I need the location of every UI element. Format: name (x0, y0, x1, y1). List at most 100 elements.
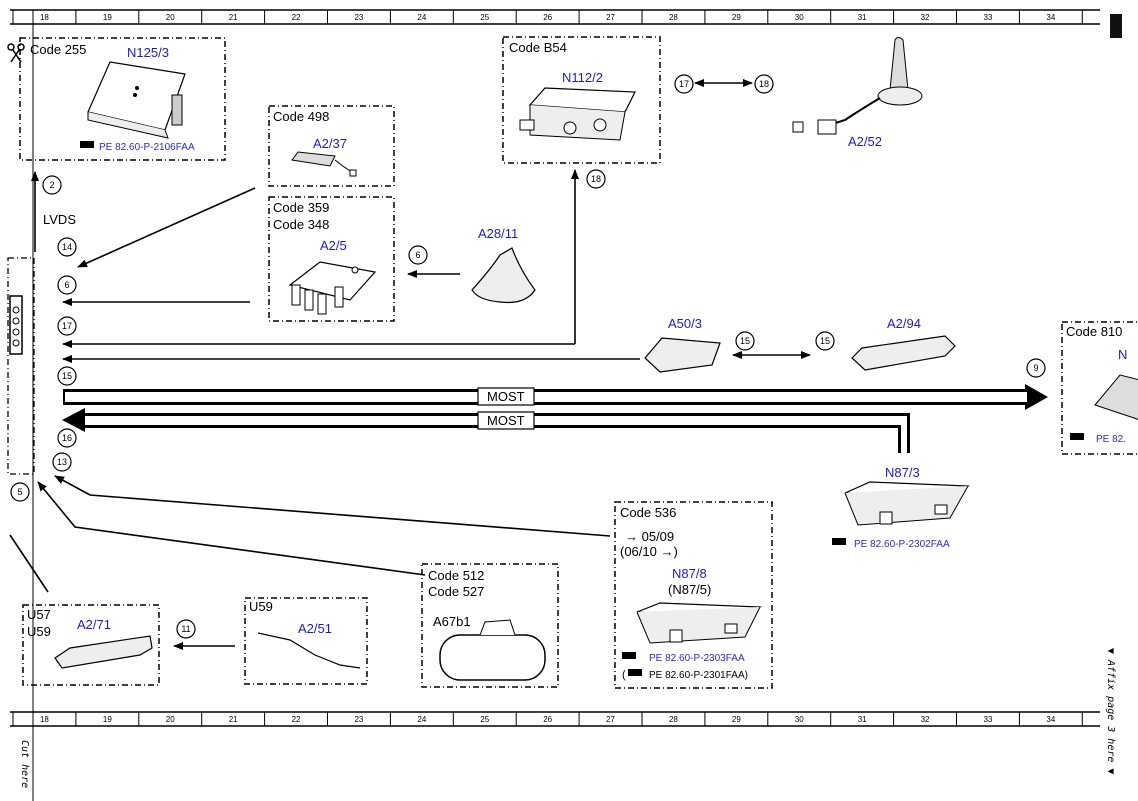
code-536-label: Code 536 (620, 505, 676, 520)
top-ruler-col-19: 19 (103, 13, 112, 22)
module-a2-52[interactable]: A2/52 (792, 37, 923, 150)
u59-label: U59 (249, 599, 273, 614)
module-code-359[interactable]: Code 359 Code 348 A2/5 (268, 196, 395, 322)
connector-number-c15b: 15 (820, 336, 830, 346)
a2-5-label: A2/5 (320, 238, 347, 253)
code-498-label: Code 498 (273, 109, 329, 124)
a2-71-label: A2/71 (77, 617, 111, 632)
connector-circle-c6b (408, 245, 428, 265)
module-u59[interactable]: U59 A2/51 (244, 597, 368, 685)
a2-51-label: A2/51 (298, 621, 332, 636)
top-ruler-col-23: 23 (354, 13, 363, 22)
code-536-paren: ( (622, 669, 626, 681)
connector-number-c18b: 18 (759, 79, 769, 89)
top-ruler-col-30: 30 (795, 13, 804, 22)
connector-number-c5: 5 (17, 487, 22, 497)
bottom-ruler-col-29: 29 (732, 715, 741, 724)
top-ruler-col-29: 29 (732, 13, 741, 22)
bottom-ruler-col-30: 30 (795, 715, 804, 724)
u57-label: U57 (27, 607, 51, 622)
cut-here-label: Cut here (19, 740, 30, 788)
n87-3-label: N87/3 (885, 465, 920, 480)
a2-71-component-icon (54, 635, 153, 669)
connector-number-c17: 17 (62, 321, 72, 331)
module-a50-3[interactable]: A50/3 (644, 316, 721, 373)
module-code-b54[interactable]: Code B54 N112/2 (502, 36, 661, 164)
code-810-ref: PE 82. (1096, 434, 1126, 445)
module-u57[interactable]: U57 U59 A2/71 (22, 604, 160, 686)
top-ruler-col-18: 18 (40, 13, 49, 22)
module-code-536[interactable]: Code 536 → 05/09 (06/10 →) N87/8 (N87/5)… (614, 501, 773, 689)
module-code-512[interactable]: Code 512 Code 527 A67b1 (421, 563, 559, 688)
bottom-ruler-col-23: 23 (354, 715, 363, 724)
code-527-label: Code 527 (428, 584, 484, 599)
code-536-date1: → 05/09 (625, 529, 674, 544)
connector-circle-c15a (735, 331, 755, 351)
connector-circle-c5 (10, 482, 30, 502)
n125-3-component-icon (87, 61, 186, 139)
connector-circle-c18b (754, 74, 774, 94)
connector-circle-c15 (57, 366, 77, 386)
a2-37-label: A2/37 (313, 136, 347, 151)
top-ruler-col-21: 21 (229, 13, 238, 22)
connector-number-c15: 15 (62, 371, 72, 381)
module-code-498[interactable]: Code 498 A2/37 (268, 105, 395, 187)
bottom-ruler-col-28: 28 (669, 715, 678, 724)
module-code-810[interactable]: Code 810 N PE 82. (1061, 321, 1138, 455)
top-ruler-col-32: 32 (921, 13, 930, 22)
module-code-255[interactable]: Code 255 N125/3 PE 82.60-P-2106FAA (19, 37, 226, 161)
bottom-ruler-col-20: 20 (166, 715, 175, 724)
module-n87-3[interactable]: N87/3 PE 82.60-P-2302FAA (832, 465, 971, 550)
most-label-bottom: MOST (487, 413, 525, 428)
n125-3-label: N125/3 (127, 45, 169, 60)
connector-number-c16: 16 (62, 433, 72, 443)
connector-number-c2: 2 (49, 180, 54, 190)
n87-3-component-icon (844, 481, 971, 526)
top-ruler-col-26: 26 (543, 13, 552, 22)
bottom-ruler-col-22: 22 (292, 715, 301, 724)
top-ruler-col-20: 20 (166, 13, 175, 22)
connector-circle-c6a (57, 275, 77, 295)
a2-5-component-icon (288, 261, 377, 315)
bottom-ruler-col-26: 26 (543, 715, 552, 724)
connector-number-c6a: 6 (64, 280, 69, 290)
connector-number-c11: 11 (181, 624, 190, 634)
a28-11-antenna-icon (471, 247, 536, 304)
bottom-ruler-col-33: 33 (983, 715, 992, 724)
signal-lines (9, 79, 811, 650)
a50-3-component-icon (644, 337, 721, 373)
connector-number-c13: 13 (57, 457, 67, 467)
left-dashed-block (7, 257, 35, 475)
a50-3-label: A50/3 (668, 316, 702, 331)
top-ruler-col-33: 33 (983, 13, 992, 22)
a2-37-component-icon (291, 151, 357, 177)
top-ruler-col-27: 27 (606, 13, 615, 22)
n87-8-label: N87/8 (672, 566, 707, 581)
code-810-component-icon (1094, 374, 1138, 420)
top-ruler-col-31: 31 (858, 13, 867, 22)
n112-2-component-icon (519, 87, 636, 141)
code-255-label: Code 255 (30, 42, 86, 57)
code-536-ref1: PE 82.60-P-2303FAA (649, 653, 745, 664)
bottom-ruler-col-27: 27 (606, 715, 615, 724)
bottom-ruler-col-31: 31 (858, 715, 867, 724)
most-label-top: MOST (487, 389, 525, 404)
bottom-ruler-col-32: 32 (921, 715, 930, 724)
connector-number-c15a: 15 (740, 336, 750, 346)
code-255-ref: PE 82.60-P-2106FAA (99, 142, 195, 153)
module-a28-11[interactable]: A28/11 (471, 226, 536, 304)
bottom-ruler-col-24: 24 (417, 715, 426, 724)
a67b1-label: A67b1 (433, 614, 471, 629)
top-ruler-col-28: 28 (669, 13, 678, 22)
n87-5-label: (N87/5) (668, 582, 711, 597)
most-bus-bottom: MOST (62, 408, 910, 453)
connector-number-c6b: 6 (415, 250, 420, 260)
module-a2-94[interactable]: A2/94 (851, 316, 956, 371)
top-ruler-col-34: 34 (1046, 13, 1055, 22)
pointer-hand-icon (628, 669, 642, 676)
n87-8-component-icon (636, 602, 762, 644)
corner-tab-icon (1110, 14, 1122, 38)
top-ruler-col-25: 25 (480, 13, 489, 22)
